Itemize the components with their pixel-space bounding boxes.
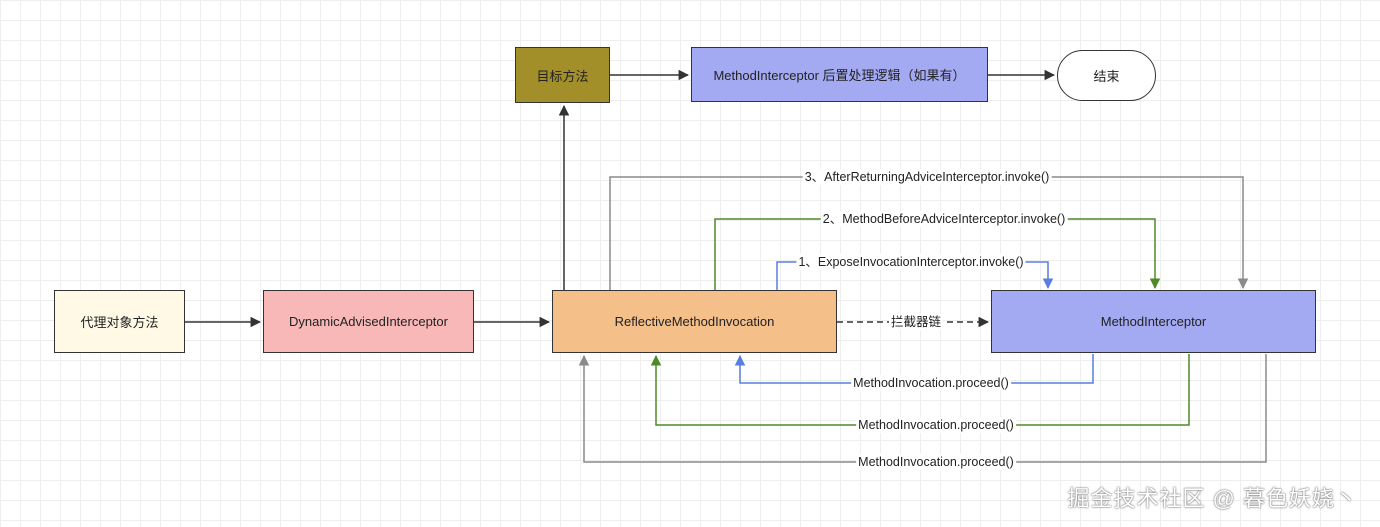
node-post-process: MethodInterceptor 后置处理逻辑（如果有） [691,47,988,102]
node-target-method: 目标方法 [515,47,610,103]
edge-step3 [609,176,1249,290]
label-return3: MethodInvocation.proceed() [856,454,1016,470]
label-chain: 拦截器链 [888,314,944,330]
label-step2: 2、MethodBeforeAdviceInterceptor.invoke() [820,211,1068,227]
node-proxy-method: 代理对象方法 [54,290,185,353]
label-return2: MethodInvocation.proceed() [856,417,1016,433]
node-end: 结束 [1057,50,1156,101]
label-step3: 3、AfterReturningAdviceInterceptor.invoke… [802,169,1052,185]
watermark: 掘金技术社区 @ 暮色妖娆丶 [1067,486,1358,511]
node-reflective-method-invocation: ReflectiveMethodInvocation [552,290,837,353]
node-method-interceptor: MethodInterceptor [991,290,1316,353]
label-return1: MethodInvocation.proceed() [851,375,1011,391]
node-dynamic-advised-interceptor: DynamicAdvisedInterceptor [263,290,474,353]
label-step1: 1、ExposeInvocationInterceptor.invoke() [796,254,1026,270]
edge-return3 [578,354,1267,463]
